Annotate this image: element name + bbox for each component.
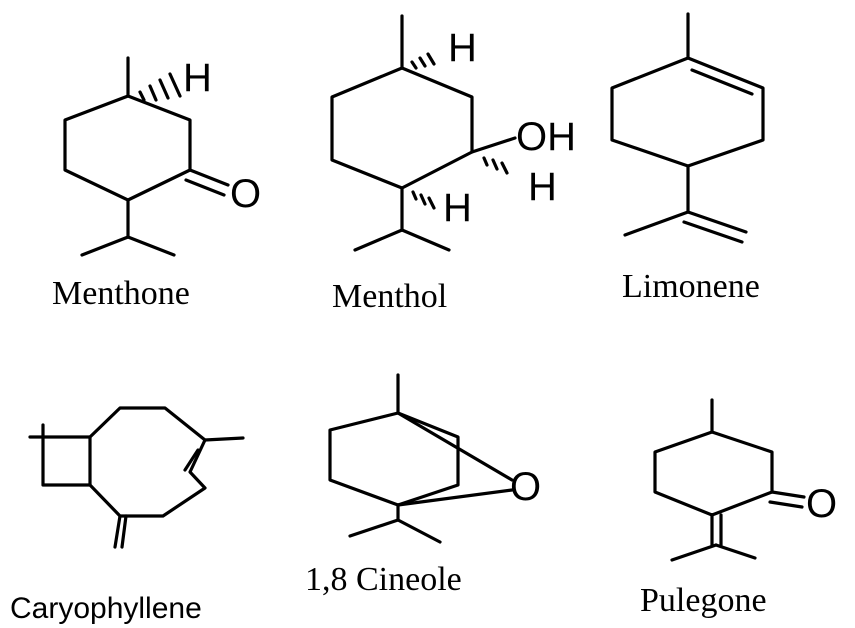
pulegone-o-label: O — [806, 482, 837, 526]
menthol-h-bottom-label: H — [443, 186, 472, 230]
limonene-name: Limonene — [622, 268, 760, 305]
cineole-name: 1,8 Cineole — [305, 561, 462, 598]
menthone-structure — [63, 56, 230, 257]
pulegone-structure — [653, 398, 806, 562]
cineole-structure — [328, 373, 514, 544]
menthol-name: Menthol — [332, 278, 447, 315]
menthone-name: Menthone — [52, 275, 190, 312]
menthol-h-top-label: H — [448, 26, 477, 70]
menthol-structure — [330, 14, 517, 252]
cineole-o-label: O — [510, 465, 541, 509]
pulegone-name: Pulegone — [640, 582, 767, 619]
caryophyllene-name: Caryophyllene — [10, 592, 202, 625]
menthone-h-label: H — [183, 56, 212, 100]
menthol-oh-label: OH — [516, 115, 576, 159]
menthol-h-mid-label: H — [528, 165, 557, 209]
caryophyllene-structure — [28, 406, 245, 549]
menthone-o-label: O — [230, 172, 261, 216]
limonene-structure — [610, 12, 765, 244]
